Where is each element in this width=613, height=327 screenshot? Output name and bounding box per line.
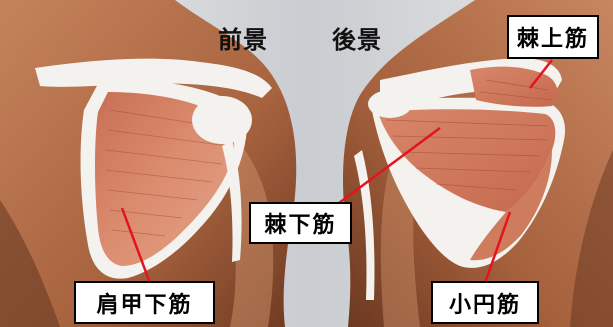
back-view-heading: 後景 <box>332 20 382 55</box>
front-view-heading: 前景 <box>218 20 268 55</box>
teres-minor-label: 小円筋 <box>431 281 539 324</box>
supraspinatus-label: 棘上筋 <box>507 15 599 59</box>
subscapularis-label: 肩甲下筋 <box>74 281 215 324</box>
infraspinatus-label: 棘下筋 <box>249 202 352 244</box>
